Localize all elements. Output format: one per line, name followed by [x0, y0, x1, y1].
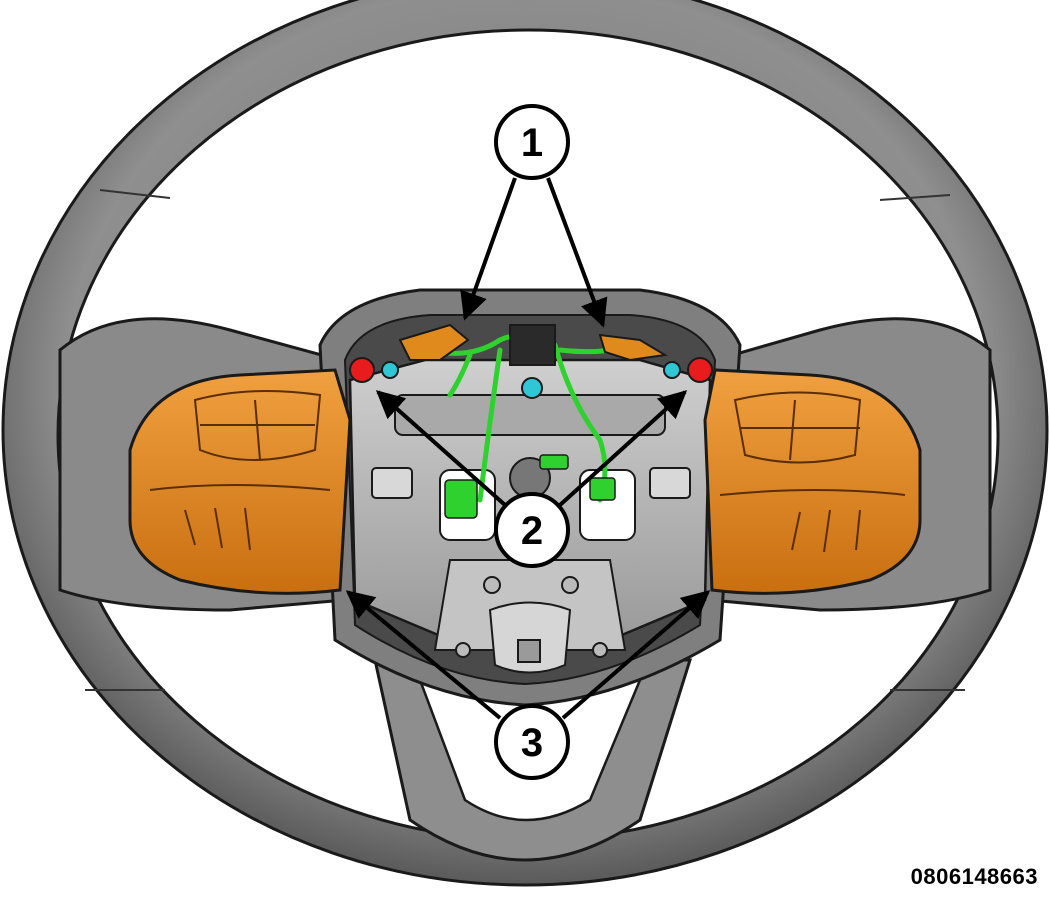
switch-connector-right — [598, 333, 668, 362]
switch-connector-left — [398, 323, 470, 361]
switch-panel-left — [128, 368, 352, 595]
arrow-1-right — [546, 177, 608, 328]
clockspring-connector — [509, 324, 556, 399]
wire-harness — [427, 333, 643, 519]
mounting-frame — [348, 358, 712, 674]
leader-arrows — [345, 177, 711, 720]
screw-red-right — [687, 357, 713, 383]
arrow-3-right — [561, 590, 711, 720]
arrow-3-left — [345, 590, 502, 720]
callout-1: 1 — [494, 104, 570, 180]
callout-3-label: 3 — [521, 721, 543, 765]
callout-2-label: 2 — [521, 509, 543, 553]
figure-id: 0806148663 — [910, 864, 1038, 889]
screw-cyan-right — [663, 361, 681, 379]
screw-cyan-left — [381, 361, 399, 379]
callout-3: 3 — [494, 704, 570, 780]
arrow-2-right — [558, 390, 688, 507]
switch-panel-right — [703, 368, 922, 595]
screw-red-left — [349, 357, 375, 383]
callout-1-label: 1 — [521, 121, 543, 165]
arrow-1-left — [460, 177, 517, 321]
arrow-2-left — [375, 390, 507, 507]
callout-2: 2 — [494, 492, 570, 568]
